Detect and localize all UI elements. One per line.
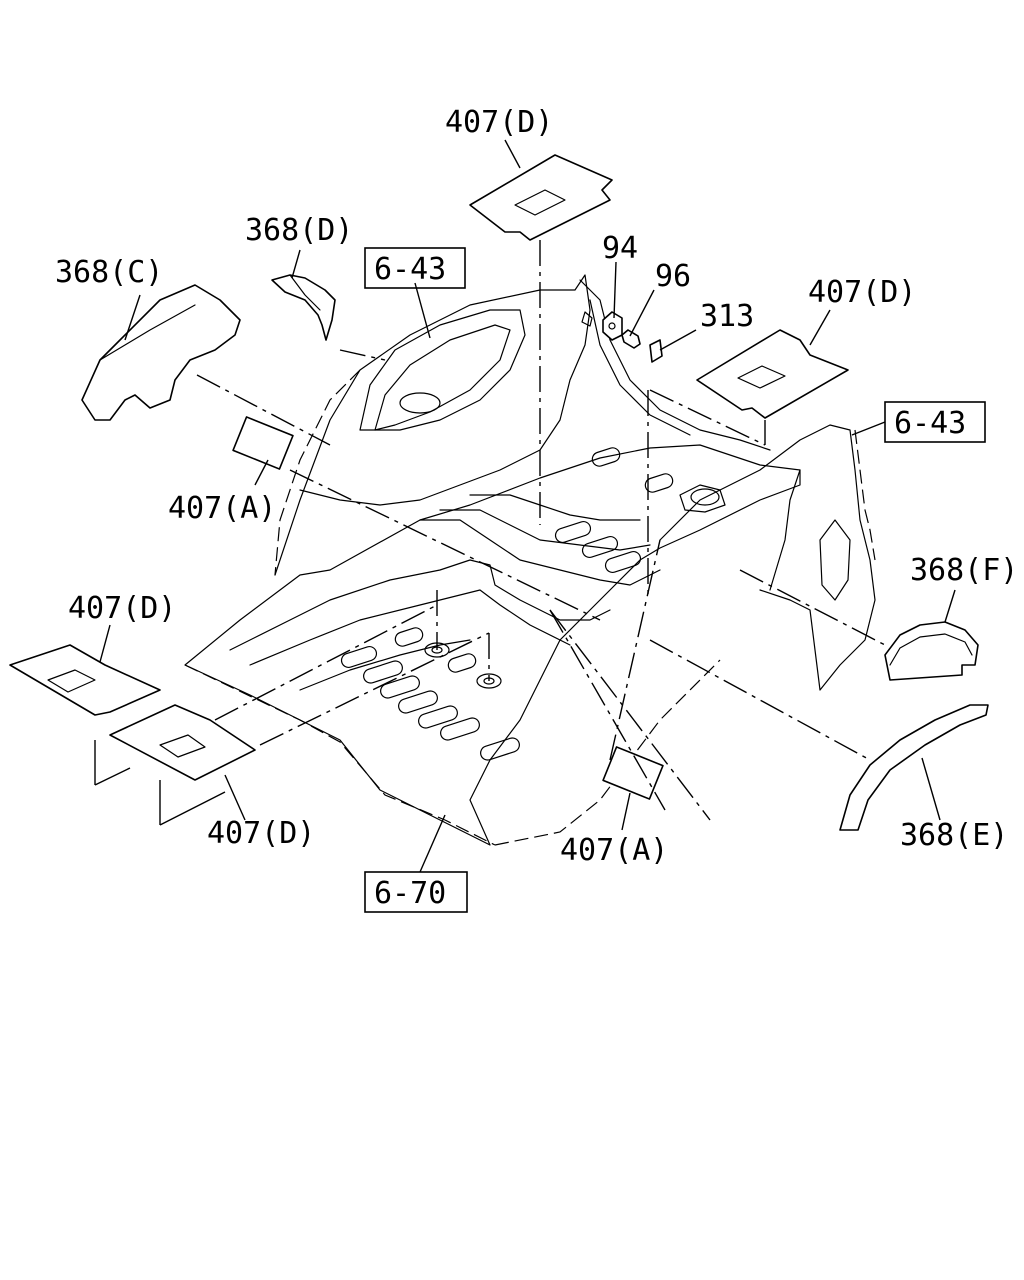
pad-407a-upper [232, 416, 294, 470]
callout-407d-bottom: 407(D) [207, 816, 315, 851]
callout-407d-left: 407(D) [68, 591, 176, 626]
fasteners [581, 311, 663, 363]
callout-96: 96 [655, 259, 691, 294]
callout-313: 313 [700, 299, 754, 334]
pad-407a-lower [602, 746, 664, 800]
pad-407d-top [469, 154, 613, 241]
callout-407a-lower: 407(A) [560, 833, 668, 868]
ref-box-6-43-right [884, 401, 986, 443]
ref-6-43-left: 6-43 [374, 252, 446, 287]
leader-lines [94, 139, 956, 873]
strip-368e [839, 704, 989, 831]
callout-407a-upper: 407(A) [168, 491, 276, 526]
callout-368e: 368(E) [900, 818, 1008, 853]
floor-pockets [340, 447, 726, 761]
callout-368c: 368(C) [55, 255, 163, 290]
cover-368f [884, 621, 979, 681]
ref-box-6-43-left [364, 247, 466, 289]
bracket-368d [271, 274, 336, 341]
panel-368c [81, 284, 241, 421]
ref-box-6-70 [364, 871, 468, 913]
pad-407d-lower-left [9, 644, 256, 781]
clip-94 [602, 311, 623, 341]
ref-6-43-right: 6-43 [894, 406, 966, 441]
callout-368d: 368(D) [245, 213, 353, 248]
bolt-96 [621, 329, 641, 349]
ref-6-70: 6-70 [374, 876, 446, 911]
callout-94: 94 [602, 231, 638, 266]
callout-407d-top: 407(D) [445, 105, 553, 140]
callout-368f: 368(F) [910, 553, 1018, 588]
callout-labels: 407(D) 368(D) 6-43 368(C) 94 96 313 407(… [55, 105, 1018, 913]
clip-313 [649, 339, 663, 363]
pad-407d-right [696, 329, 849, 419]
callout-407d-right: 407(D) [808, 275, 916, 310]
